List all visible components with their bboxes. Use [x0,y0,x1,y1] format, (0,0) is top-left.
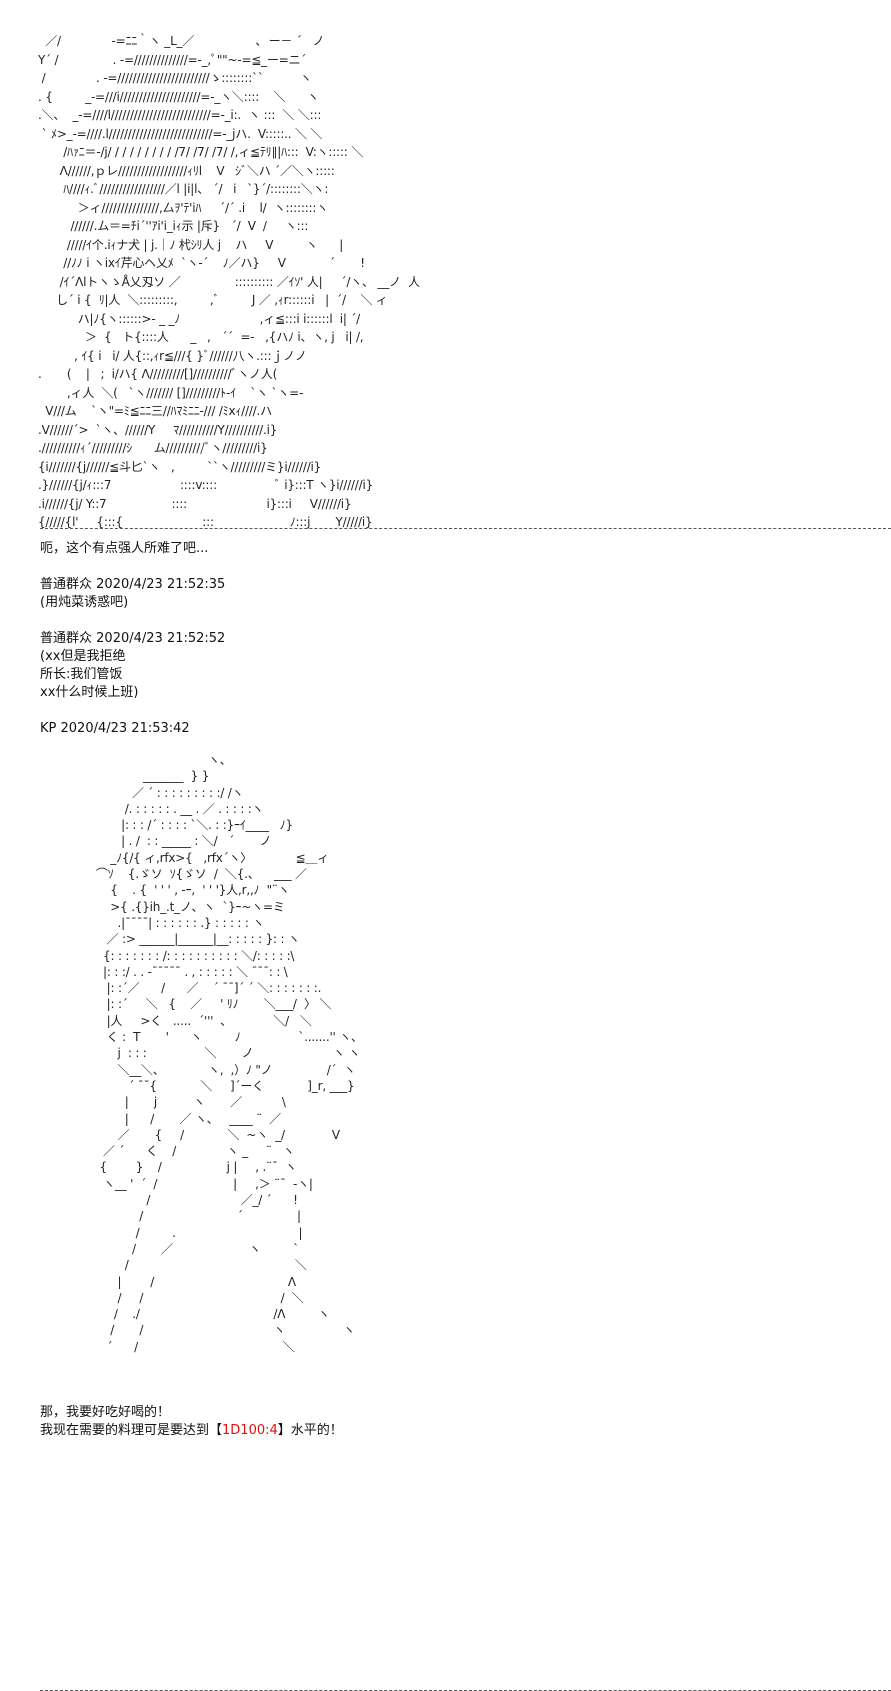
dice-roll-result: 1D100:4 [222,1423,278,1438]
ascii-art-top: ／/ -=ﾆﾆ｀ヽ _L_／ ､ ー－ ´ ノ Y´ / . -=///////… [38,34,420,529]
dialogue-text: 我现在需要的料理可是要达到【 [40,1423,223,1438]
kp-timestamp: 2020/4/23 21:53:42 [60,721,190,736]
narration-line: 呃，这个有点强人所难了吧... [40,541,209,556]
dialogue-text: 】水平的！ [277,1423,343,1438]
comment-text: (xx但是我拒绝 [40,649,126,664]
dialogue-line-roll: 我现在需要的料理可是要达到【1D100:4】水平的！ [40,1422,343,1440]
kp-name: KP [40,721,57,736]
comment-text: 所长:我们管饭 [40,667,123,682]
ascii-art-bottom: ヽ、 _______ } } ／ ´ : : : : : : : : :/ /ヽ… [95,753,363,1354]
comment-timestamp: 2020/4/23 21:52:35 [96,577,226,592]
comment-text: (用炖菜诱惑吧) [40,595,129,610]
comment-header: 普通群众 2020/4/23 21:52:52 [40,630,225,648]
comment-timestamp: 2020/4/23 21:52:52 [96,631,226,646]
comment-text: xx什么时候上班) [40,685,139,700]
comment-header: 普通群众 2020/4/23 21:52:35 [40,576,225,594]
commenter-name: 普通群众 [40,631,93,646]
separator-line [40,528,891,529]
commenter-name: 普通群众 [40,577,93,592]
dialogue-line: 那，我要好吃好喝的！ [40,1405,171,1420]
kp-header: KP 2020/4/23 21:53:42 [40,720,190,738]
